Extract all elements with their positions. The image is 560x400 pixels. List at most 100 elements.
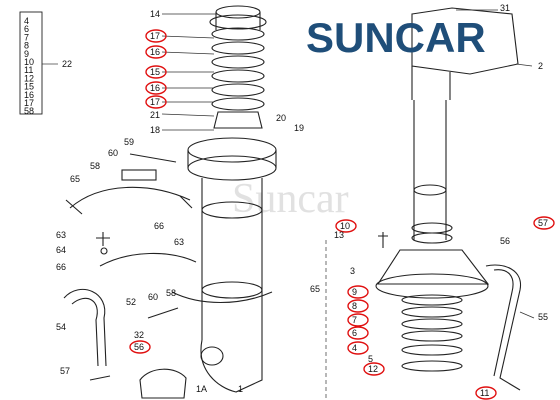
housing-cone [376, 249, 490, 285]
part-label-31: 31 [500, 3, 510, 13]
packing-stack [209, 14, 267, 111]
upper-flange-sides [187, 150, 277, 168]
legend-number: 15 [24, 82, 34, 92]
packing-ring [211, 27, 265, 41]
saddle-clamp [171, 291, 273, 303]
packing-ring [211, 55, 265, 69]
part-label-7: 7 [352, 315, 357, 325]
part-label-11: 11 [480, 388, 489, 398]
seal-ring [401, 318, 463, 330]
legend-number: 12 [24, 73, 34, 83]
bracket-58 [121, 169, 157, 181]
shaft-body [413, 100, 447, 240]
callout-circle [533, 216, 555, 230]
bolt-59 [129, 153, 177, 163]
packing-ring [211, 41, 265, 55]
bolt-57 [89, 375, 111, 381]
watermark-text: Suncar [232, 176, 349, 222]
callout-circle [145, 81, 167, 95]
barrel-band-1 [201, 201, 263, 219]
bolt-13 [378, 232, 388, 248]
part-label-9: 9 [352, 287, 357, 297]
part-label-1a: 1A [196, 384, 207, 394]
bolt-63 [96, 232, 110, 246]
part-label-16a: 16 [150, 47, 160, 57]
part-label-3: 3 [350, 266, 355, 276]
legend-box-frame [19, 11, 43, 115]
pipe-stub [139, 368, 187, 399]
callout-circle [335, 219, 357, 233]
callout-circle [145, 45, 167, 59]
part-label-6: 6 [352, 328, 357, 338]
packing-top [209, 14, 267, 30]
part-label-66b: 66 [56, 262, 66, 272]
legend-number: 7 [24, 32, 29, 42]
upper-flange-bottom [187, 155, 277, 181]
hose-54-inner [71, 297, 99, 367]
legend-number: 4 [24, 16, 29, 26]
part-label-58b: 58 [166, 288, 176, 298]
swivel-housing [325, 222, 521, 398]
part-number-labels: 1417161516172118201959605865666363646652… [56, 3, 555, 400]
part-label-17a: 17 [150, 31, 160, 41]
legend-number: 16 [24, 90, 34, 100]
gland-nut [213, 111, 263, 129]
part-label-32: 32 [134, 330, 144, 340]
elbow-port [200, 346, 224, 366]
cylinder-barrel [201, 178, 263, 340]
part-label-65a: 65 [70, 174, 80, 184]
part-label-16b: 16 [150, 83, 160, 93]
leader-17a [161, 35, 215, 39]
hose-54 [63, 288, 107, 367]
seal-ring [401, 344, 463, 356]
right-seal-stack [401, 222, 463, 372]
packing-ring [211, 83, 265, 97]
suncar-logo: SUNCAR [306, 14, 486, 61]
legend-number: 58 [24, 106, 34, 116]
lower-clamp [99, 252, 197, 267]
callout-circle [475, 386, 497, 400]
seal-ring [401, 294, 463, 306]
part-label-4: 4 [352, 343, 357, 353]
part-label-20: 20 [276, 113, 286, 123]
legend-group-label: 22 [62, 59, 72, 69]
callout-circle [145, 95, 167, 109]
leader-16a [161, 51, 215, 55]
part-label-56a: 56 [134, 342, 144, 352]
leader-2 [515, 63, 533, 67]
leader-21 [161, 113, 215, 117]
bolt-60 [147, 307, 179, 319]
legend-number: 9 [24, 49, 29, 59]
callout-circle [347, 285, 369, 299]
part-label-17b: 17 [150, 97, 160, 107]
main-cylinder [139, 5, 277, 399]
part-label-5: 5 [368, 354, 373, 364]
part-label-19: 19 [294, 123, 304, 133]
top-cap-sides [215, 12, 261, 30]
hose-55 [485, 264, 521, 391]
legend-number: 10 [24, 57, 34, 67]
shaft-collar [413, 184, 447, 196]
callout-circle [347, 341, 369, 355]
callout-circle [129, 340, 151, 354]
part-label-21: 21 [150, 110, 160, 120]
part-label-18: 18 [150, 125, 160, 135]
callout-circle [347, 313, 369, 327]
part-label-57b: 57 [538, 218, 548, 228]
part-label-56b: 56 [500, 236, 510, 246]
seal-ring [401, 360, 463, 372]
packing-ring [211, 69, 265, 83]
upper-clamp [69, 186, 191, 209]
upper-clamp-ears [65, 195, 193, 215]
part-label-59: 59 [124, 137, 134, 147]
callout-circle [145, 65, 167, 79]
part-label-2: 2 [538, 61, 543, 71]
part-label-15: 15 [150, 67, 160, 77]
part-label-64: 64 [56, 245, 66, 255]
part-label-8: 8 [352, 301, 357, 311]
part-label-54: 54 [56, 322, 66, 332]
part-label-52: 52 [126, 297, 136, 307]
